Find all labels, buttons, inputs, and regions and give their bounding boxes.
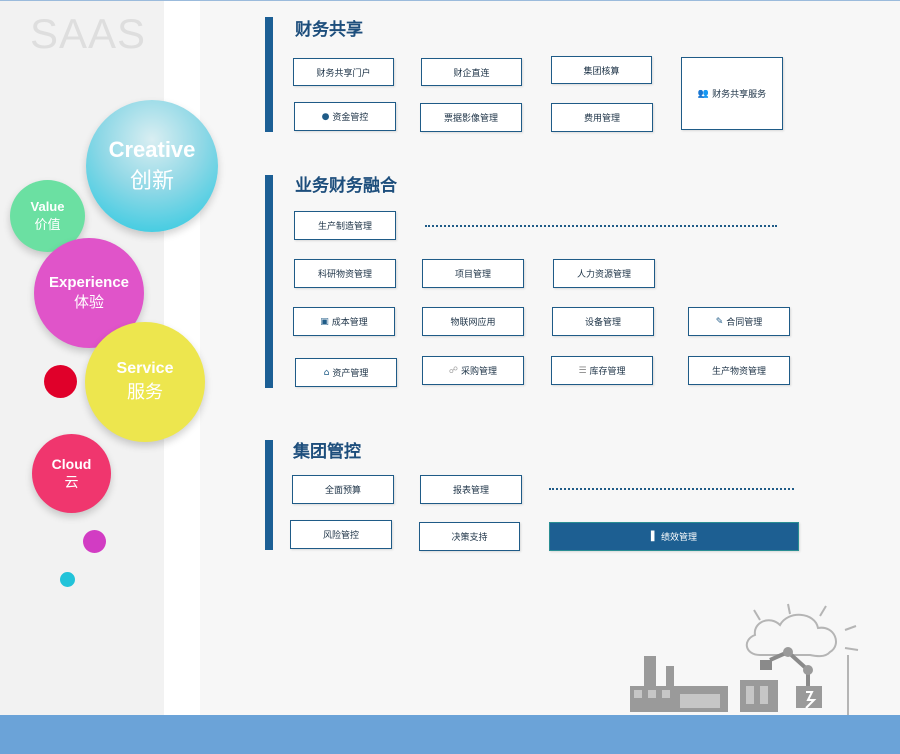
creative-bubble-en: Creative: [108, 137, 196, 162]
experience-bubble-en: Experience: [48, 274, 130, 291]
saas-logo: SAAS: [30, 10, 147, 57]
contract-button[interactable]: ✎ 合同管理: [688, 307, 790, 336]
cloud-bubble: Cloud 云: [32, 434, 111, 513]
finance-portal-label: 财务共享门户: [316, 68, 371, 79]
home-icon: ⌂: [323, 367, 330, 378]
group-settlement-button[interactable]: 集团核算: [551, 56, 652, 84]
factory-illustration: [630, 603, 859, 715]
cloud-bubble-en: Cloud: [51, 455, 92, 472]
service-bubble: Service 服务: [85, 322, 205, 442]
expense-label: 费用管理: [583, 114, 620, 124]
rd-materials-button[interactable]: 科研物资管理: [294, 259, 396, 288]
finance-sharing-section-bar: [265, 17, 273, 132]
users-icon: 👥: [697, 88, 710, 99]
creative-bubble-zh: 创新: [129, 168, 174, 193]
group-control-title: 集团管控: [293, 442, 361, 462]
contract-label: 合同管理: [726, 318, 763, 328]
business-finance-section-bar: [265, 175, 273, 388]
hr-button[interactable]: 人力资源管理: [553, 259, 655, 288]
bottom-bar: [0, 715, 900, 754]
decision-button[interactable]: 决策支持: [419, 522, 520, 551]
purple-dot: [83, 530, 106, 553]
group-settlement-label: 集团核算: [583, 66, 620, 77]
cost-button[interactable]: ▣ 成本管理: [293, 307, 395, 336]
performance-button[interactable]: ▌ 绩效管理: [549, 522, 799, 551]
budget-label: 全面预算: [324, 486, 361, 496]
finance-portal-button[interactable]: 财务共享门户: [293, 58, 394, 86]
iot-button[interactable]: 物联网应用: [422, 307, 524, 336]
decision-label: 决策支持: [451, 533, 488, 543]
production-materials-label: 生产物资管理: [711, 367, 766, 377]
service-bubble-zh: 服务: [127, 382, 163, 402]
value-bubble-en: Value: [30, 199, 65, 214]
bank-enterprise-button[interactable]: 财企直连: [421, 58, 522, 86]
edit-icon: ✎: [715, 316, 724, 327]
fund-control-button[interactable]: ● 资金管控: [294, 102, 396, 131]
iot-label: 物联网应用: [450, 318, 496, 328]
cloud-bubble-zh: 云: [64, 473, 79, 490]
budget-button[interactable]: 全面预算: [292, 475, 394, 504]
purchase-button[interactable]: ☍ 采购管理: [422, 356, 524, 385]
report-button[interactable]: 报表管理: [420, 475, 522, 504]
service-bubble-en: Service: [116, 360, 174, 377]
purchase-label: 采购管理: [461, 367, 498, 377]
asset-label: 资产管理: [332, 369, 369, 379]
inventory-button[interactable]: ☰ 库存管理: [551, 356, 653, 385]
money-bag-icon: ●: [321, 111, 330, 122]
bank-enterprise-label: 财企直连: [453, 68, 490, 79]
dotted-separator: [425, 225, 777, 227]
finance-sharing-service-label: 财务共享服务: [712, 90, 767, 100]
asset-button[interactable]: ⌂ 资产管理: [295, 358, 397, 387]
production-button[interactable]: 生产制造管理: [294, 211, 396, 240]
equipment-label: 设备管理: [584, 318, 621, 328]
cart-icon: ☍: [448, 365, 459, 376]
risk-label: 风险管控: [322, 531, 359, 541]
hr-label: 人力资源管理: [576, 270, 631, 280]
inventory-label: 库存管理: [589, 367, 626, 377]
cyan-dot: [60, 572, 75, 587]
experience-bubble-zh: 体验: [73, 294, 104, 311]
finance-sharing-title: 财务共享: [295, 20, 363, 40]
invoice-image-button[interactable]: 票据影像管理: [420, 103, 522, 132]
production-materials-button[interactable]: 生产物资管理: [688, 356, 790, 385]
project-button[interactable]: 项目管理: [422, 259, 524, 288]
bar-chart-icon: ▌: [651, 531, 658, 542]
business-finance-title: 业务财务融合: [295, 176, 397, 196]
performance-label: 绩效管理: [660, 533, 697, 543]
cost-label: 成本管理: [331, 318, 368, 328]
production-label: 生产制造管理: [317, 222, 372, 232]
database-icon: ☰: [578, 365, 587, 376]
group-control-section-bar: [265, 440, 273, 550]
value-bubble-zh: 价值: [34, 217, 61, 232]
square-icon: ▣: [320, 316, 329, 327]
report-label: 报表管理: [452, 486, 489, 496]
equipment-button[interactable]: 设备管理: [552, 307, 654, 336]
rd-materials-label: 科研物资管理: [317, 270, 372, 280]
dotted-separator-2: [549, 488, 794, 490]
finance-sharing-service-button[interactable]: 👥 财务共享服务: [681, 57, 783, 130]
project-label: 项目管理: [454, 270, 491, 280]
expense-button[interactable]: 费用管理: [551, 103, 653, 132]
risk-button[interactable]: 风险管控: [290, 520, 392, 549]
creative-bubble: Creative 创新: [86, 100, 218, 232]
invoice-image-label: 票据影像管理: [443, 114, 498, 124]
fund-control-label: 资金管控: [332, 113, 369, 123]
top-border: [0, 0, 900, 1]
red-dot: [44, 365, 77, 398]
